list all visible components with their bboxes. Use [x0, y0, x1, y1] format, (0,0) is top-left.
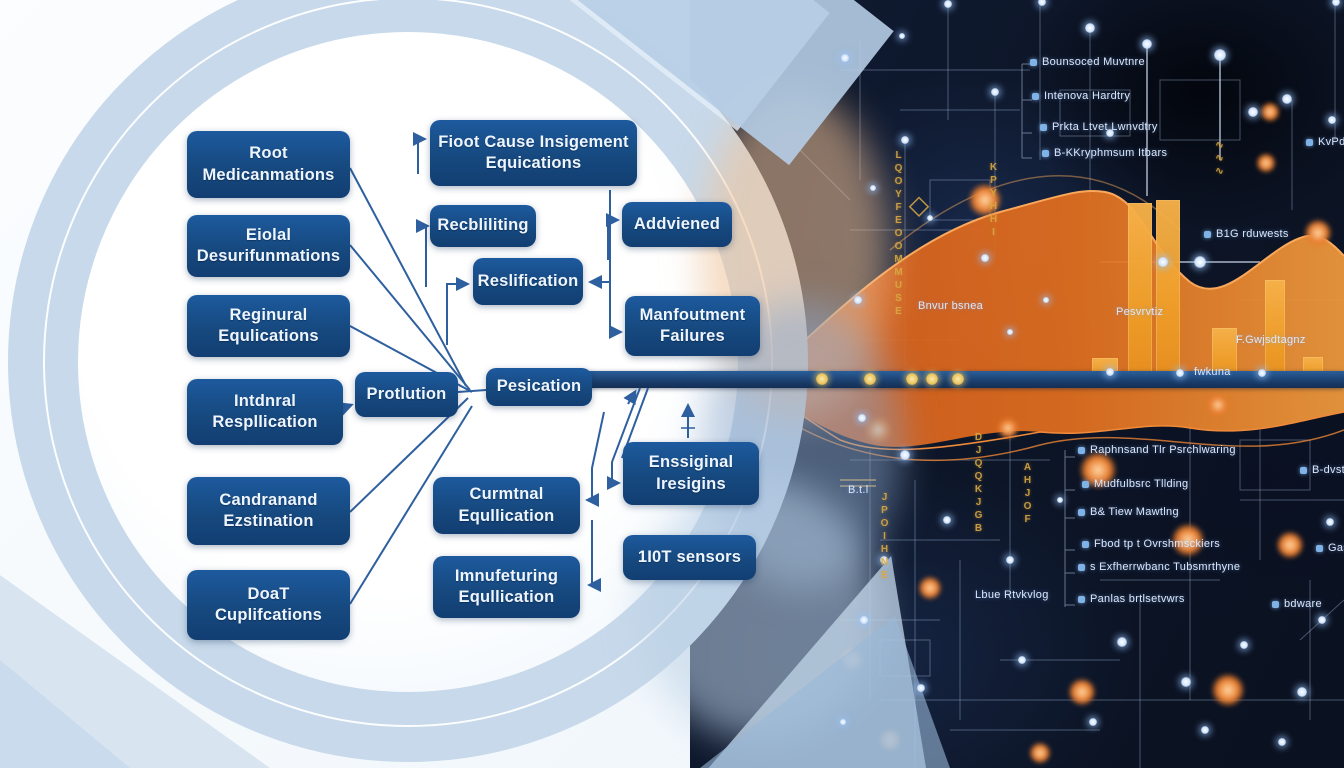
- timeline-bar: [560, 371, 1344, 388]
